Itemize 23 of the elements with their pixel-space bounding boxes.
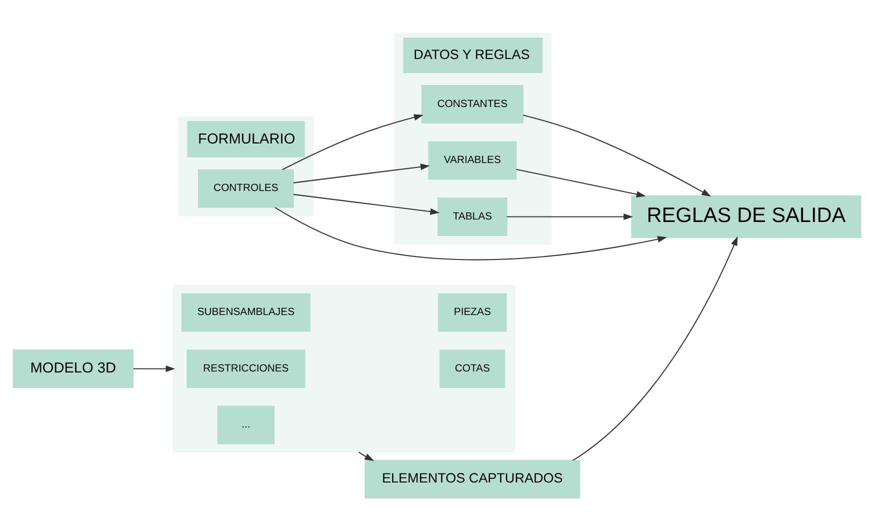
node-box: TABLAS: [437, 197, 507, 236]
arrow: [132, 365, 175, 372]
node-box: COTAS: [439, 349, 505, 388]
node-box: ELEMENTOS CAPTURADOS: [364, 460, 580, 498]
node-box: VARIABLES: [428, 141, 516, 180]
node-box: ...: [216, 406, 274, 444]
node-box: SUBENSAMBLAJES: [180, 293, 310, 332]
cluster: [172, 284, 515, 453]
arrow: [292, 164, 430, 184]
node-box: PIEZAS: [438, 293, 506, 332]
arrow: [292, 194, 440, 215]
arrow: [358, 452, 374, 461]
node-box: MODELO 3D: [12, 349, 134, 388]
node-box: REGLAS DE SALIDA: [630, 195, 861, 238]
arrow: [572, 236, 738, 461]
node-box: CONTROLES: [198, 169, 294, 208]
arrow: [522, 114, 711, 197]
arrow: [274, 207, 667, 260]
node-box: CONSTANTES: [420, 85, 523, 124]
arrow: [516, 168, 646, 198]
arrow: [506, 213, 632, 220]
arrow: [282, 114, 423, 170]
node-box: RESTRICCIONES: [186, 349, 305, 388]
